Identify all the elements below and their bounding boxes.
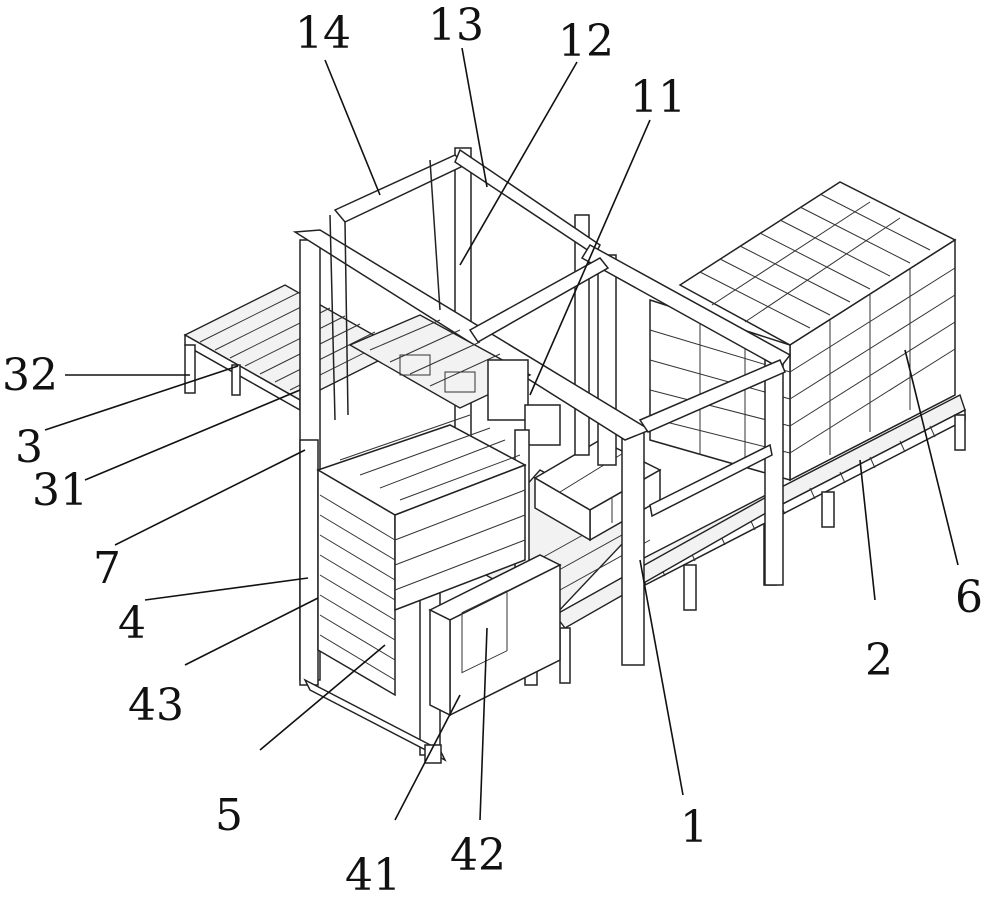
label-1: 1 (680, 802, 708, 853)
label-3: 3 (15, 422, 43, 473)
label-41: 41 (345, 850, 401, 897)
label-31: 31 (32, 465, 88, 516)
label-42: 42 (450, 830, 506, 881)
gripper-carriage (348, 314, 561, 446)
control-box (428, 554, 562, 717)
label-32: 32 (2, 350, 58, 401)
gantry-frame (292, 147, 792, 681)
label-14: 14 (295, 8, 351, 59)
label-11: 11 (630, 72, 686, 123)
label-2: 2 (865, 635, 893, 686)
label-12: 12 (558, 16, 614, 67)
label-43: 43 (128, 680, 184, 731)
label-6: 6 (955, 572, 983, 623)
label-7: 7 (93, 543, 121, 594)
label-13: 13 (428, 0, 484, 51)
label-4: 4 (118, 598, 146, 649)
label-5: 5 (215, 790, 243, 841)
left-conveyor (183, 284, 402, 412)
leader-lines (44, 47, 959, 821)
